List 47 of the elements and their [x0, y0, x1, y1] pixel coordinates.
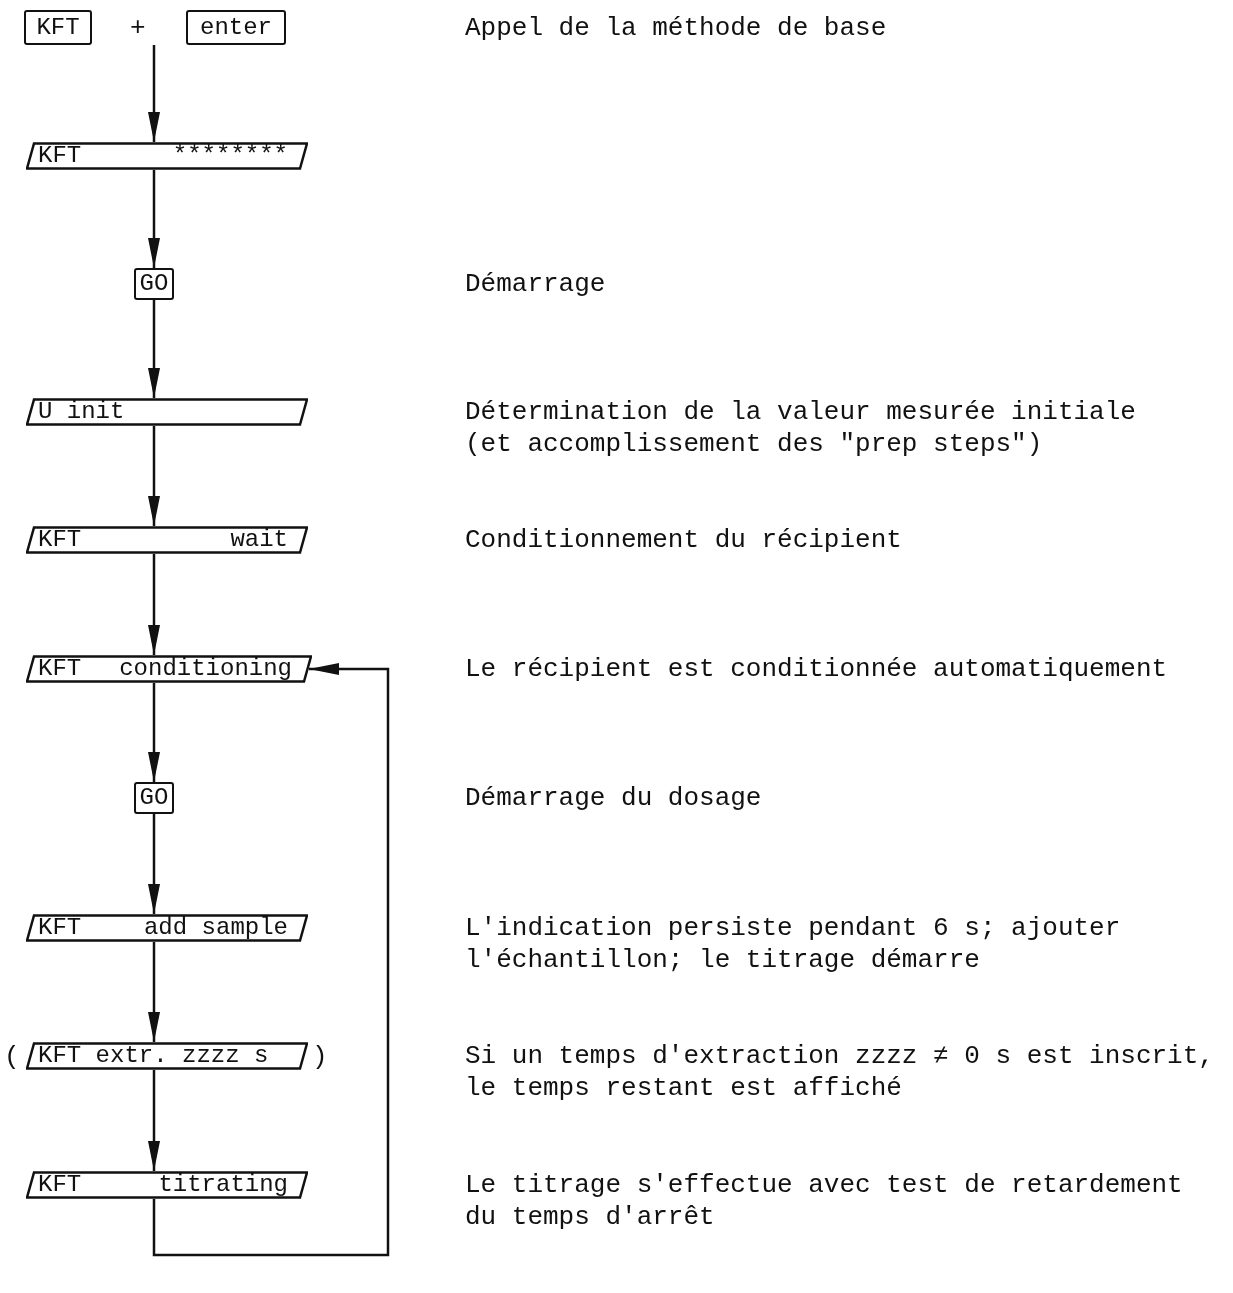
node-text: KFT: [38, 144, 82, 168]
node-text: U init: [38, 400, 125, 424]
arrow: [148, 426, 160, 526]
node-text: ********: [172, 144, 288, 168]
description-text: Le récipient est conditionnée automatiquement: [465, 653, 1169, 685]
key-box: [186, 10, 286, 45]
display-box: [26, 914, 308, 942]
node-text: KFT: [38, 657, 82, 681]
node-text: enter: [200, 15, 272, 40]
node-text: GO: [139, 272, 169, 296]
node-text: GO: [139, 786, 169, 810]
node-text: add sample: [143, 916, 288, 940]
arrow: [148, 1070, 160, 1171]
display-box: [26, 526, 308, 554]
display-box: [26, 1171, 308, 1199]
description-text: Démarrage du dosage: [465, 782, 763, 814]
description-text: L'indication persiste pendant 6 s; ajouter l'échantillon; le titrage démarre: [465, 912, 1122, 976]
description-text: Démarrage: [465, 268, 607, 300]
node-text: conditioning: [119, 657, 292, 681]
arrow: [148, 170, 160, 268]
node-text: KFT: [36, 15, 80, 40]
arrow: [148, 683, 160, 782]
description-text: Détermination de la valeur mesurée initiale (et accomplissement des "prep steps"): [465, 396, 1137, 460]
description-text: Le titrage s'effectue avec test de retardement du temps d'arrêt: [465, 1169, 1184, 1233]
plus-sign: +: [130, 12, 147, 44]
parenthesis: ): [312, 1044, 328, 1070]
display-box: [26, 1042, 308, 1070]
node-text: KFT: [38, 916, 82, 940]
arrow: [148, 814, 160, 914]
node-text: titrating: [158, 1173, 288, 1197]
description-text: Conditionnement du récipient: [465, 524, 903, 556]
display-box: [26, 655, 312, 683]
arrow: [148, 45, 160, 142]
display-box: [26, 142, 308, 170]
description-text: Si un temps d'extraction zzzz ≠ 0 s est inscrit, le temps restant est affiché: [465, 1040, 1215, 1104]
display-box: [26, 398, 308, 426]
arrow: [152, 663, 390, 1257]
arrow: [148, 942, 160, 1042]
node-text: KFT: [38, 1173, 82, 1197]
node-text: wait: [230, 528, 288, 552]
node-text: KFT extr. zzzz s: [38, 1044, 269, 1068]
description-text: Appel de la méthode de base: [465, 12, 888, 44]
parenthesis: (: [4, 1044, 20, 1070]
key-box: [24, 10, 92, 45]
arrow: [148, 554, 160, 655]
arrow: [148, 300, 160, 398]
node-text: KFT: [38, 528, 82, 552]
